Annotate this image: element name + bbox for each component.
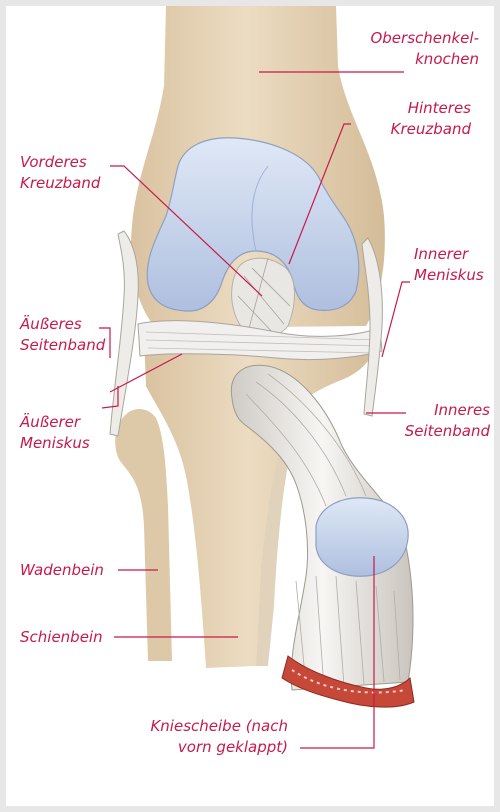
label-femur-line2: knochen bbox=[351, 49, 479, 70]
label-anterior-cruciate-ligament: Vorderes Kreuzband bbox=[20, 152, 150, 194]
label-pcl-line1: Hinteres bbox=[351, 98, 471, 119]
label-lcl-line1: Äußeres bbox=[20, 314, 130, 335]
diagram-panel: Oberschenkel- knochen Hinteres Kreuzband… bbox=[6, 6, 494, 806]
label-lateral-collateral-ligament: Äußeres Seitenband bbox=[20, 314, 130, 356]
label-medial-collateral-ligament: Inneres Seitenband bbox=[386, 400, 490, 442]
label-patella-line2: vorn geklappt) bbox=[126, 737, 288, 758]
fibula-bone bbox=[115, 409, 172, 661]
patella bbox=[316, 498, 408, 576]
label-patella-line1: Kniescheibe (nach bbox=[126, 716, 288, 737]
label-lateral-meniscus-line2: Meniskus bbox=[20, 433, 120, 454]
label-acl-line2: Kreuzband bbox=[20, 173, 150, 194]
label-medial-meniscus-line1: Innerer bbox=[414, 244, 494, 265]
label-tibia: Schienbein bbox=[20, 627, 103, 648]
label-medial-meniscus-line2: Meniskus bbox=[414, 265, 494, 286]
label-patella: Kniescheibe (nach vorn geklappt) bbox=[126, 716, 288, 758]
label-fibula: Wadenbein bbox=[20, 560, 104, 581]
label-lcl-line2: Seitenband bbox=[20, 335, 130, 356]
label-femur-line1: Oberschenkel- bbox=[351, 28, 479, 49]
label-acl-line1: Vorderes bbox=[20, 152, 150, 173]
label-lateral-meniscus: Äußerer Meniskus bbox=[20, 412, 120, 454]
label-lateral-meniscus-line1: Äußerer bbox=[20, 412, 120, 433]
label-mcl-line2: Seitenband bbox=[386, 421, 490, 442]
label-femur: Oberschenkel- knochen bbox=[351, 28, 479, 70]
label-pcl-line2: Kreuzband bbox=[351, 119, 471, 140]
label-posterior-cruciate-ligament: Hinteres Kreuzband bbox=[351, 98, 471, 140]
label-medial-meniscus: Innerer Meniskus bbox=[414, 244, 494, 286]
label-mcl-line1: Inneres bbox=[386, 400, 490, 421]
